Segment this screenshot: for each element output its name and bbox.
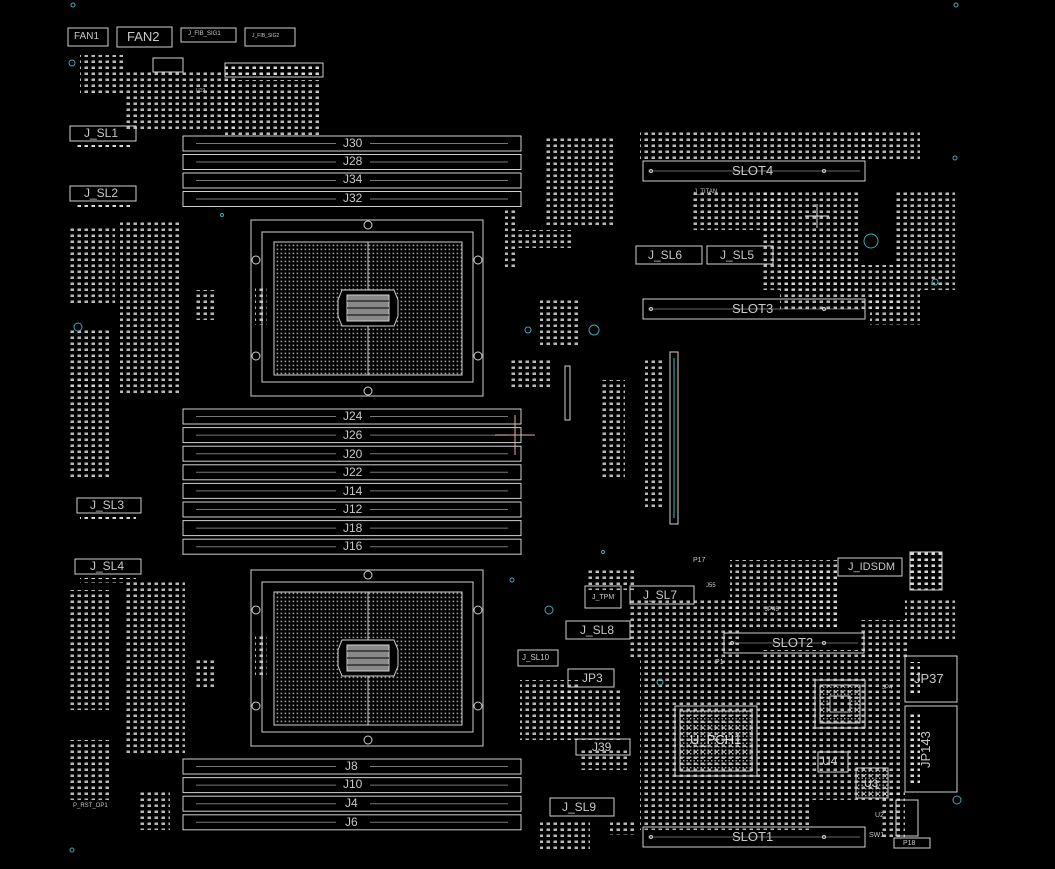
connector-sl1: [69, 125, 137, 150]
connector-idsdm: [837, 551, 943, 591]
connector-sl9: [549, 797, 615, 817]
smd-cluster: [585, 570, 635, 590]
mounting-hole: [524, 326, 532, 334]
connector-jp3: [567, 668, 615, 688]
mounting-hole: [952, 155, 958, 161]
dimm-slot-j8: [182, 758, 522, 775]
vertical-riser-connector: [564, 351, 679, 525]
dimm-slot-j14: [182, 482, 522, 499]
cpu-socket-lower: [250, 569, 484, 747]
smd-cluster: [760, 650, 900, 800]
smd-cluster: [120, 220, 180, 395]
smd-cluster: [70, 590, 110, 710]
connector-jp37: [904, 655, 958, 703]
smd-cluster: [860, 130, 920, 160]
smd-cluster: [510, 360, 550, 390]
mounting-hole: [73, 322, 83, 332]
smd-cluster: [70, 225, 115, 305]
smd-cluster: [195, 290, 217, 320]
mounting-hole: [601, 550, 605, 554]
smd-cluster: [645, 360, 665, 510]
dimm-slot-j26: [182, 427, 522, 444]
connector-sl10: [517, 649, 559, 667]
dimm-slots-lower: [182, 758, 522, 831]
mounting-hole: [656, 678, 664, 686]
smd-component-clusters: [70, 55, 955, 850]
dimm-slots-middle: [182, 408, 522, 555]
dimm-slot-j12: [182, 501, 522, 518]
smd-cluster: [70, 380, 110, 480]
mounting-holes: [68, 2, 962, 853]
fan-headers: [67, 26, 324, 78]
cpu-socket-upper: [250, 219, 484, 397]
mounting-hole: [70, 2, 76, 8]
dimm-slot-j20: [182, 445, 522, 462]
smd-cluster: [540, 820, 590, 850]
smd-cluster: [545, 135, 615, 225]
smd-cluster: [505, 210, 515, 270]
connector-jp143: [904, 705, 958, 793]
dimm-slots-upper: [182, 135, 522, 207]
smd-cluster: [580, 750, 630, 770]
mounting-hole: [931, 278, 939, 286]
dimm-slot-j4: [182, 795, 522, 812]
smd-cluster: [255, 635, 267, 675]
smd-cluster: [195, 660, 217, 690]
dimm-slot-j22: [182, 464, 522, 481]
smd-cluster: [895, 190, 955, 290]
connector-sl6: [635, 245, 703, 265]
smd-cluster: [540, 300, 580, 345]
crosshair-marker: [495, 415, 535, 455]
smd-cluster: [255, 285, 267, 325]
smd-cluster: [125, 70, 235, 130]
mounting-hole: [544, 605, 554, 615]
mounting-hole: [68, 59, 76, 67]
smd-cluster: [600, 380, 625, 480]
connector-sl2: [69, 185, 137, 210]
mounting-hole: [509, 577, 515, 583]
mounting-hole: [220, 213, 224, 217]
pcie-slot-4: [642, 160, 866, 182]
smd-cluster: [860, 620, 910, 660]
smd-cluster: [225, 80, 320, 135]
smd-cluster: [610, 820, 635, 835]
dimm-slot-j18: [182, 520, 522, 537]
dimm-slot-j32: [182, 191, 522, 207]
smd-cluster: [880, 790, 905, 840]
crosshair-marker-right: [805, 204, 829, 228]
mounting-hole: [952, 795, 962, 805]
dimm-slot-j34: [182, 172, 522, 189]
smd-cluster: [125, 580, 185, 755]
connector-sl8: [565, 620, 631, 640]
dimm-slot-j10: [182, 777, 522, 794]
smd-cluster: [800, 570, 840, 630]
mounting-hole: [863, 233, 879, 249]
mounting-hole: [953, 2, 959, 8]
dimm-slot-j30: [182, 135, 522, 152]
dimm-slot-j28: [182, 154, 522, 170]
connector-sl3: [76, 497, 142, 522]
connector-sl4: [74, 558, 142, 583]
smd-cluster: [870, 290, 920, 325]
mounting-hole: [69, 847, 75, 853]
dimm-slot-j16: [182, 538, 522, 555]
smd-cluster: [70, 740, 110, 800]
mounting-hole: [588, 324, 600, 336]
smd-cluster: [560, 690, 620, 740]
dimm-slot-j6: [182, 814, 522, 831]
smd-cluster: [140, 790, 170, 830]
smd-cluster: [905, 600, 955, 640]
smd-cluster: [515, 230, 573, 248]
smd-cluster: [640, 130, 870, 160]
smd-cluster: [630, 600, 740, 660]
smd-cluster: [80, 55, 125, 95]
dimm-slot-j24: [182, 408, 522, 425]
